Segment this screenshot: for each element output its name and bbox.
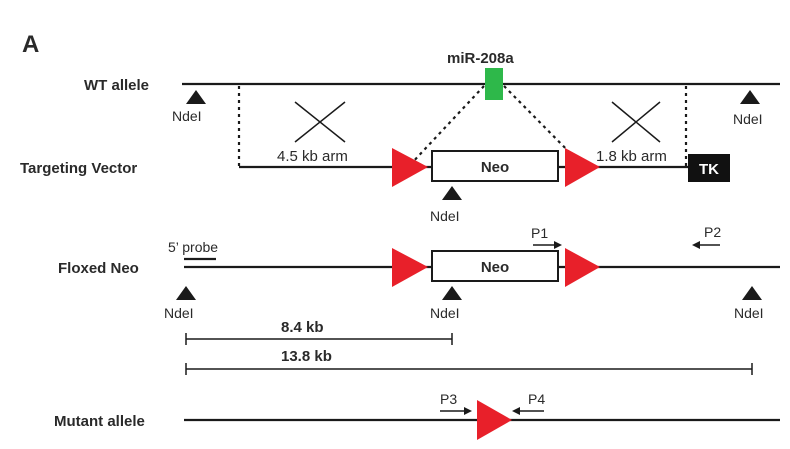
mir-208a-label: miR-208a	[447, 50, 514, 67]
tk-label: TK	[699, 161, 719, 178]
loxp-site-triangle	[565, 148, 600, 187]
ndei-label: NdeI	[164, 305, 194, 321]
row-label-targeting-vector: Targeting Vector	[20, 160, 137, 177]
probe-label: 5’ probe	[168, 239, 218, 255]
ndei-site-marker	[742, 286, 762, 300]
primer-p1-label: P1	[531, 225, 548, 241]
neo-label: Neo	[481, 159, 509, 176]
fragment-bar-short	[185, 333, 453, 345]
ndei-label: NdeI	[733, 111, 763, 127]
tk-cassette	[688, 154, 730, 182]
arm-label-4-5-kb: 4.5 kb arm	[277, 148, 348, 165]
neo-cassette	[431, 250, 559, 282]
primer-p2-label: P2	[704, 224, 721, 240]
panel-label: A	[22, 31, 39, 58]
ndei-site-marker	[740, 90, 760, 104]
row-label-wt-allele: WT allele	[84, 77, 149, 94]
ndei-site-marker	[186, 90, 206, 104]
ndei-site-marker	[442, 186, 462, 200]
loxp-site-triangle	[565, 248, 600, 287]
ndei-label: NdeI	[430, 305, 460, 321]
fragment-bar-long	[185, 363, 753, 375]
neo-label: Neo	[481, 259, 509, 276]
crossover-mark	[294, 101, 346, 143]
fragment-label-long: 13.8 kb	[281, 348, 332, 365]
fragment-label-short: 8.4 kb	[281, 319, 324, 336]
loxp-site-triangle	[477, 400, 512, 440]
row-label-floxed-neo: Floxed Neo	[58, 260, 139, 277]
ndei-label: NdeI	[172, 108, 202, 124]
loxp-site-triangle	[392, 148, 428, 187]
primer-p2-arrow	[692, 241, 720, 249]
crossover-mark	[611, 101, 661, 143]
primer-p1-arrow	[533, 241, 562, 249]
loxp-site-triangle	[392, 248, 428, 287]
primer-p4-arrow	[512, 407, 544, 415]
primer-p4-label: P4	[528, 391, 545, 407]
primer-p3-label: P3	[440, 391, 457, 407]
ndei-site-marker	[176, 286, 196, 300]
primer-p3-arrow	[440, 407, 472, 415]
arm-label-1-8-kb: 1.8 kb arm	[596, 148, 667, 165]
neo-cassette	[431, 150, 559, 182]
ndei-site-marker	[442, 286, 462, 300]
ndei-label: NdeI	[734, 305, 764, 321]
ndei-label: NdeI	[430, 208, 460, 224]
mir-208a-exon	[485, 68, 503, 100]
row-label-mutant-allele: Mutant allele	[54, 413, 145, 430]
